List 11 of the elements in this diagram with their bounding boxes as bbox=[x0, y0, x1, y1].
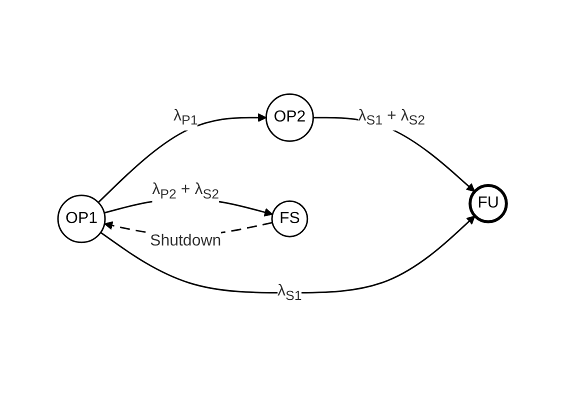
node-circle: FS bbox=[272, 200, 308, 238]
node-circle: FU bbox=[468, 184, 508, 224]
edge-label: Shutdown bbox=[150, 232, 222, 250]
edge-label: λ$_{P1}$ bbox=[174, 108, 198, 128]
arrow bbox=[100, 216, 476, 294]
arrow bbox=[98, 113, 267, 203]
node-circle: OP2 bbox=[266, 93, 314, 142]
edge-label: λ$_{P2}$ + λ$_{S2}$ bbox=[152, 181, 220, 202]
edge-label: λ$_{S1}$ bbox=[278, 282, 302, 303]
edge-label: λ$_{S1}$ + λ$_{S2}$ bbox=[358, 108, 426, 128]
node-circle: OP1 bbox=[58, 194, 106, 244]
